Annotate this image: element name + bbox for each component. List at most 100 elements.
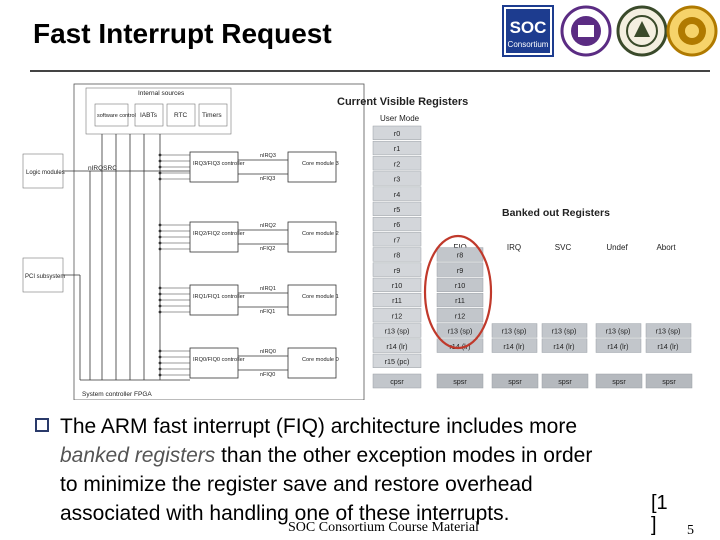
user-register-cell	[372, 292, 422, 308]
user-register-cell	[372, 201, 422, 216]
junction-dot	[158, 310, 162, 314]
fiq-register-label: r8	[457, 251, 463, 260]
fiq-register-label: r10	[455, 281, 465, 290]
controller-label: IRQ0/FIQ0 controller	[193, 357, 245, 363]
user-register-cell	[372, 186, 422, 201]
controller-label: IRQ3/FIQ3 controller	[193, 161, 245, 167]
core-module-box	[287, 284, 337, 316]
user-register-label: r8	[394, 251, 400, 260]
junction-dot	[158, 223, 162, 227]
irq-signal-label: nIRQ0	[260, 349, 276, 355]
irq-signal-label: nIRQ3	[260, 153, 276, 159]
spsr-cell	[436, 373, 484, 389]
user-register-cell	[372, 232, 422, 247]
controller-box	[189, 284, 239, 316]
fiq-register-cell	[436, 277, 484, 292]
irq-signal-label: nIRQ2	[260, 223, 276, 229]
spsr-cell	[541, 373, 589, 389]
user-register-label: r9	[394, 266, 400, 275]
bullet-line-4: associated with handling one of these in…	[60, 502, 510, 525]
bullet-line-1: The ARM fast interrupt (FIQ) architectur…	[60, 415, 578, 438]
junction-dot	[158, 177, 162, 181]
junction-dot	[158, 286, 162, 290]
user-register-cell	[372, 247, 422, 262]
bullet-point: The ARM fast interrupt (FIQ) architectur…	[35, 412, 705, 528]
source-timers: Timers	[202, 112, 222, 119]
user-register-cell	[372, 171, 422, 186]
spsr-cell	[491, 373, 539, 389]
spsr-label: spsr	[558, 377, 572, 386]
spsr-label: spsr	[662, 377, 676, 386]
core-module-box	[287, 347, 337, 379]
university-seal-2	[616, 5, 668, 57]
banked-register-label: r13 (sp)	[502, 327, 527, 336]
interrupt-figure: Internal sources software control IABTs …	[20, 80, 700, 401]
university-seal-1	[560, 5, 612, 57]
mode-header: Undef	[606, 243, 628, 252]
fiq-register-label: r14 (lr)	[449, 342, 470, 351]
junction-dot	[158, 292, 162, 296]
fiq-register-cell	[436, 292, 484, 308]
user-register-label: r3	[394, 175, 400, 184]
controller-box	[189, 151, 239, 183]
core-module-label: Core module 1	[302, 294, 339, 300]
user-register-label: r2	[394, 159, 400, 168]
junction-dot	[158, 349, 162, 353]
spsr-cell	[645, 373, 693, 389]
core-module-box	[287, 221, 337, 253]
junction-dot	[158, 373, 162, 377]
junction-dot	[158, 171, 162, 175]
user-register-cell	[372, 338, 422, 353]
user-register-cell	[372, 216, 422, 232]
junction-dot	[158, 229, 162, 233]
user-register-cell	[372, 323, 422, 338]
user-register-cell	[372, 125, 422, 140]
core-module-label: Core module 2	[302, 231, 339, 237]
user-register-label: r15 (pc)	[385, 357, 410, 366]
bullet-line-3: to minimize the register save and restor…	[60, 473, 533, 496]
university-seal-3	[666, 5, 718, 57]
banked-register-cell	[645, 338, 692, 353]
fiq-register-label: r11	[455, 296, 465, 305]
banked-register-label: r14 (lr)	[503, 342, 524, 351]
user-mode-label: User Mode	[380, 114, 420, 123]
junction-dot	[158, 241, 162, 245]
junction-dot	[158, 361, 162, 365]
banked-register-cell	[541, 338, 588, 353]
cpsr-cell	[372, 373, 422, 389]
banked-register-label: r13 (sp)	[552, 327, 577, 336]
junction-dot	[158, 247, 162, 251]
banked-register-label: r14 (lr)	[553, 342, 574, 351]
banked-registers-emphasis: banked registers	[60, 444, 216, 467]
fiq-register-cell	[436, 262, 484, 277]
irq-signal-label: nIRQ1	[260, 286, 276, 292]
footnote-ref-top: [1	[651, 492, 668, 514]
footer-text: SOC Consortium Course Material	[288, 520, 479, 535]
soc-consortium-logo: SOC Consortium	[502, 5, 554, 57]
fiq-register-cell	[436, 308, 484, 323]
user-register-label: r1	[394, 144, 400, 153]
user-register-cell	[372, 353, 422, 368]
pci-subsystem-label: PCI subsystem	[25, 274, 65, 280]
user-register-label: r5	[394, 205, 400, 214]
page-title: Fast Interrupt Request	[33, 18, 332, 49]
spsr-label: spsr	[508, 377, 522, 386]
mode-header: Abort	[656, 243, 676, 252]
core-module-label: Core module 0	[302, 357, 339, 363]
user-register-cell	[372, 156, 422, 171]
user-register-cell	[372, 262, 422, 277]
interrupt-controller-diagram: Internal sources software control IABTs …	[22, 83, 365, 401]
fiq-signal-label: nFIQ3	[260, 176, 275, 182]
user-register-label: r6	[394, 220, 400, 229]
fiq-register-label: r13 (sp)	[448, 327, 473, 336]
user-register-label: r12	[392, 311, 402, 320]
source-software: software control	[97, 113, 136, 119]
mode-header: IRQ	[507, 243, 521, 252]
banked-register-label: r14 (lr)	[607, 342, 628, 351]
banked-register-cell	[541, 323, 588, 338]
bullet-line-2-rest: than the other exception modes in order	[215, 444, 593, 467]
user-register-label: r13 (sp)	[385, 327, 410, 336]
junction-dot	[158, 165, 162, 169]
fiq-register-label: r12	[455, 311, 465, 320]
core-module-label: Core module 3	[302, 161, 339, 167]
